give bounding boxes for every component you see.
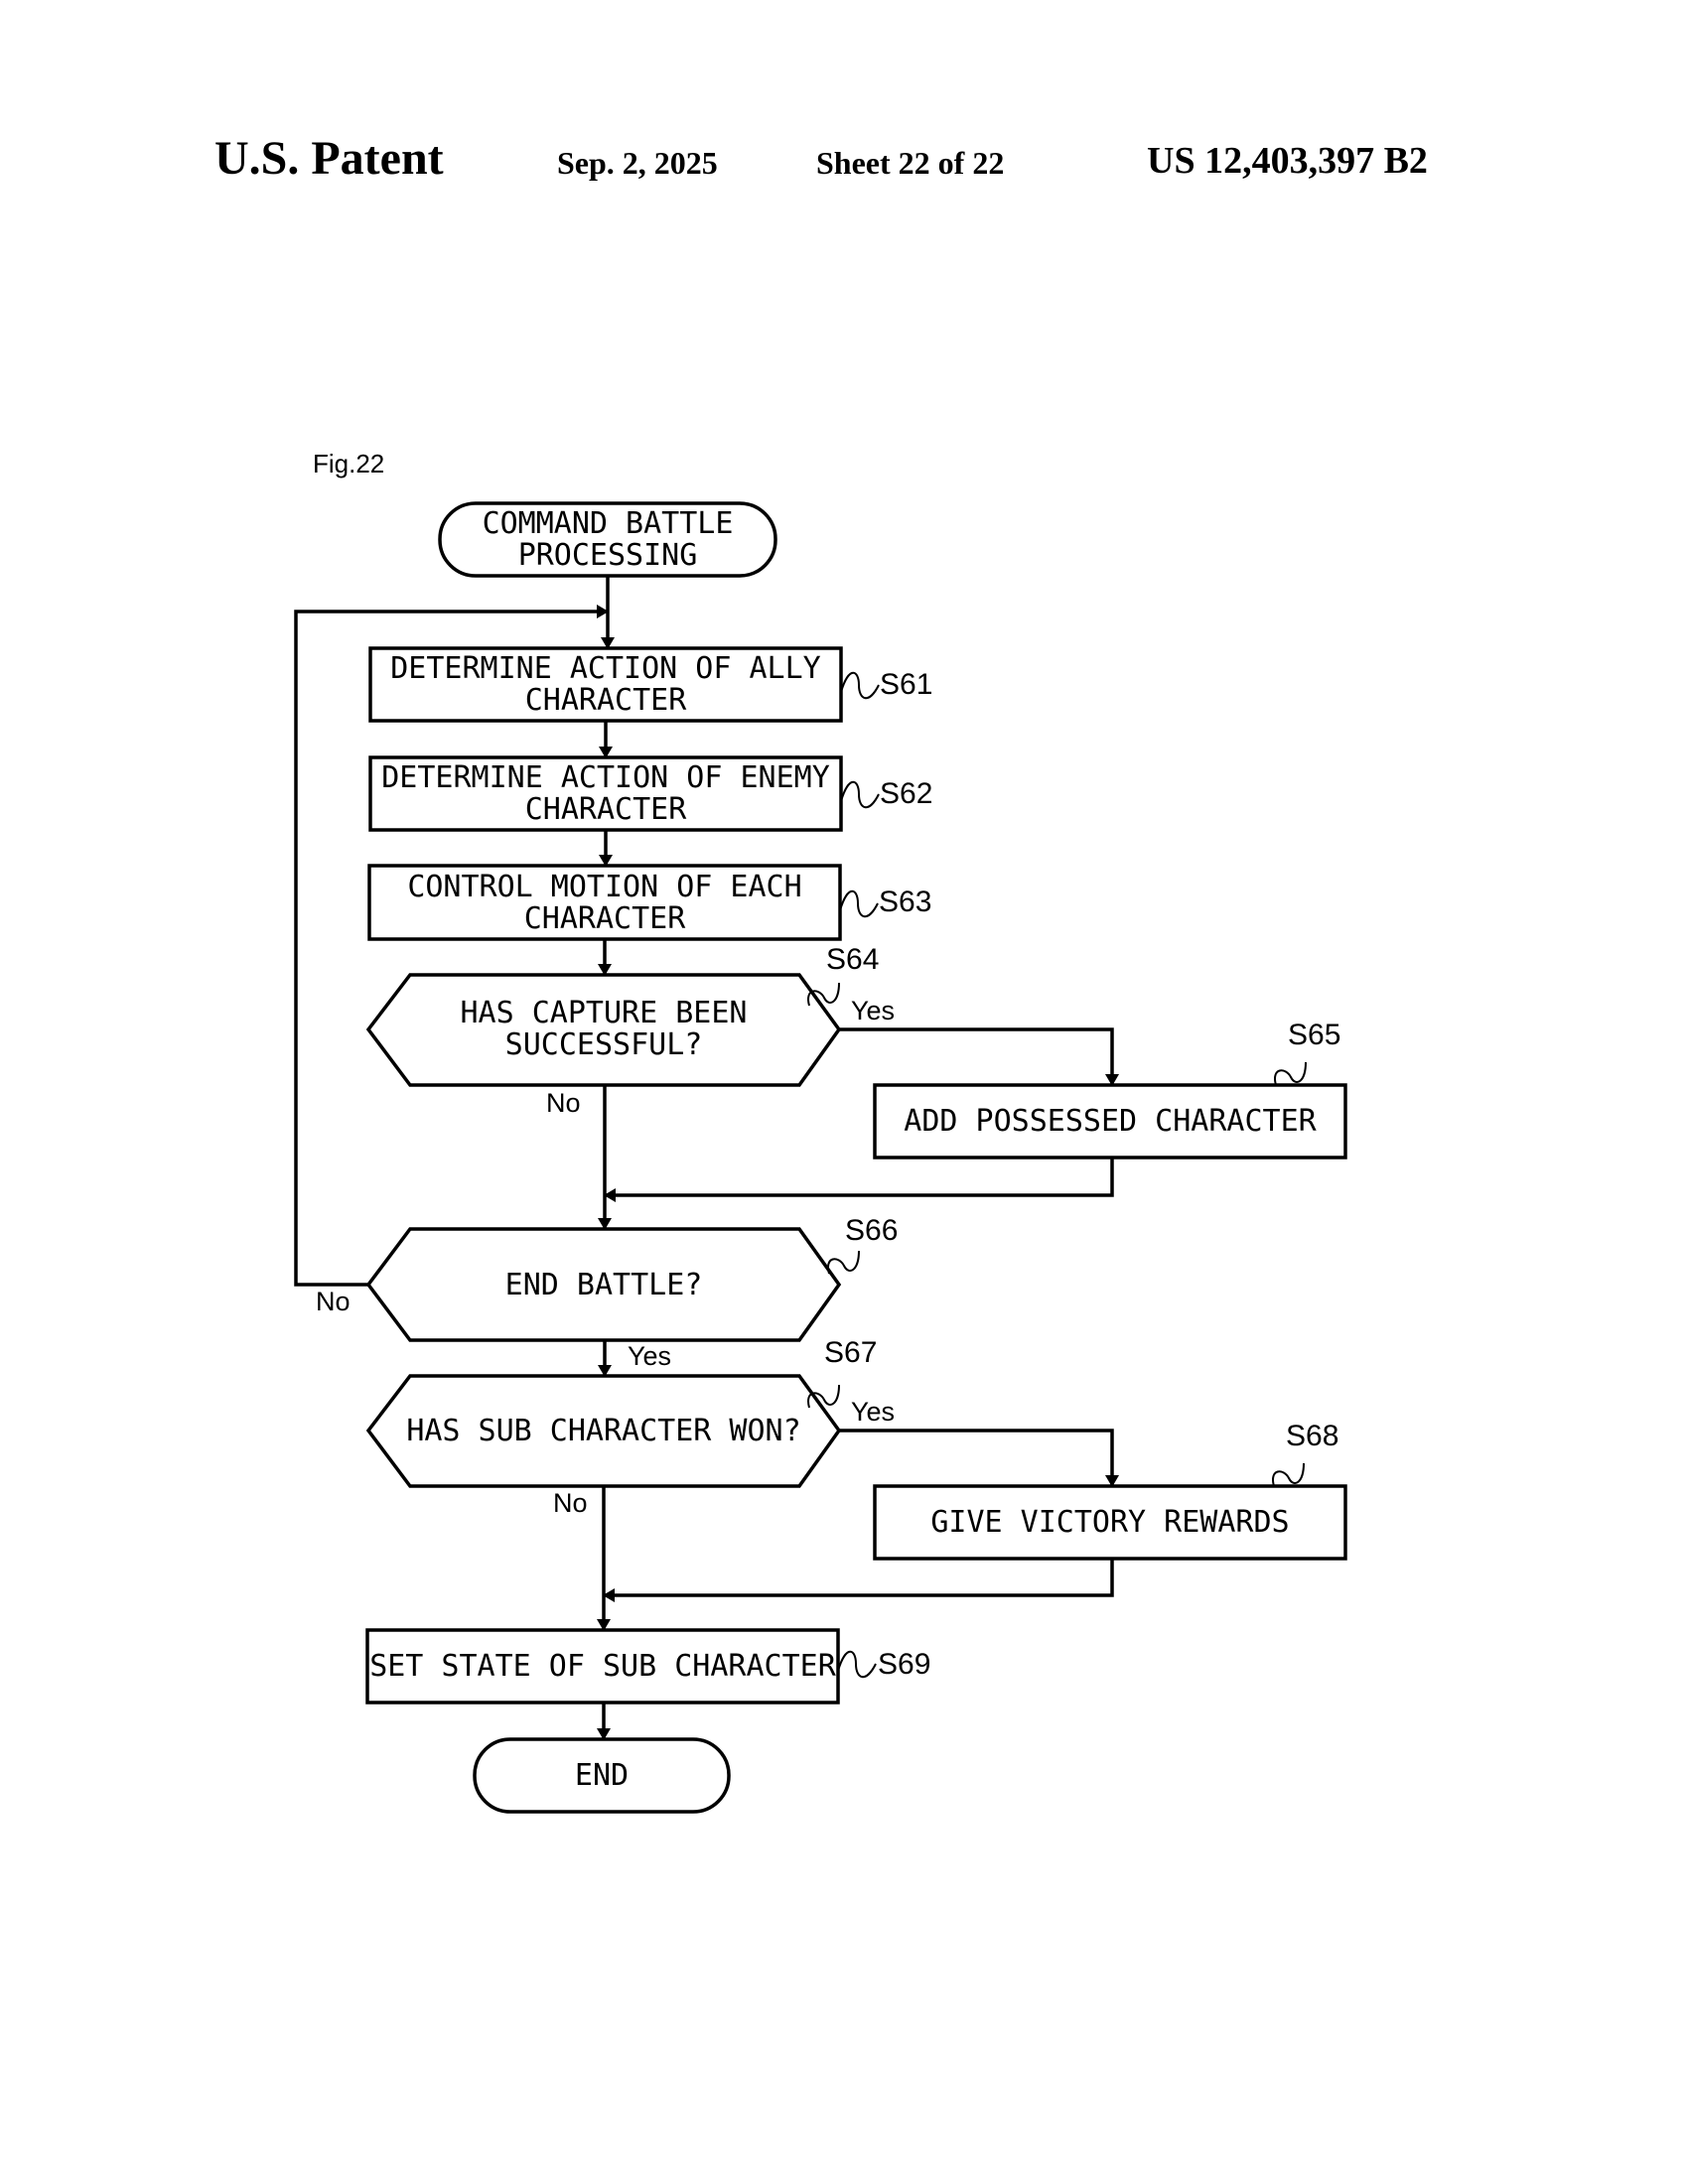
ref-s68: S68 <box>1286 1420 1338 1452</box>
start-label-line2: PROCESSING <box>518 538 698 573</box>
s63-label-line1: CONTROL MOTION OF EACH <box>407 870 801 904</box>
ref-s63: S63 <box>879 886 931 918</box>
leader-s69 <box>837 1650 877 1679</box>
ref-s66: S66 <box>845 1214 898 1247</box>
leader-s62 <box>840 780 880 809</box>
step-s64-decision <box>365 973 842 1087</box>
ref-s65: S65 <box>1288 1019 1340 1051</box>
leader-s67 <box>807 1384 840 1409</box>
s67-label: HAS SUB CHARACTER WON? <box>406 1414 800 1448</box>
s66-label: END BATTLE? <box>505 1268 703 1302</box>
s62-label-line1: DETERMINE ACTION OF ENEMY <box>381 760 830 795</box>
s63-label-line2: CHARACTER <box>524 901 686 936</box>
s64-yes-label: Yes <box>851 996 895 1025</box>
figure-label: Fig.22 <box>313 449 385 478</box>
leader-s61 <box>840 671 880 700</box>
ref-s67: S67 <box>824 1336 877 1369</box>
leader-s64 <box>807 982 840 1007</box>
ref-s61: S61 <box>880 668 932 701</box>
step-s67-decision <box>365 1374 842 1488</box>
s68-label: GIVE VICTORY REWARDS <box>930 1505 1289 1540</box>
s66-no-label: No <box>316 1287 351 1316</box>
leader-s68 <box>1272 1462 1305 1487</box>
connector-s65-merge <box>604 1158 1114 1202</box>
leader-s63 <box>839 889 879 918</box>
s66-yes-label: Yes <box>628 1341 671 1371</box>
leader-s65 <box>1274 1061 1307 1086</box>
patent-title: U.S. Patent <box>214 132 444 185</box>
step-s69-box <box>365 1628 840 1705</box>
s62-label-line2: CHARACTER <box>525 792 687 827</box>
s64-label-line2: SUCCESSFUL? <box>505 1027 703 1062</box>
patent-number: US 12,403,397 B2 <box>1147 140 1428 182</box>
leader-s66 <box>827 1250 860 1275</box>
connector-s67-yes <box>839 1429 1119 1487</box>
end-label: END <box>575 1758 629 1793</box>
step-s68-box <box>873 1484 1347 1561</box>
s64-label-line1: HAS CAPTURE BEEN <box>461 996 748 1030</box>
s67-no-label: No <box>553 1488 588 1518</box>
connector-loop-back <box>294 605 609 1287</box>
connector-s64-yes <box>839 1027 1119 1086</box>
start-label-line1: COMMAND BATTLE <box>483 506 734 541</box>
sheet-number: Sheet 22 of 22 <box>816 145 1005 181</box>
s61-label-line1: DETERMINE ACTION OF ALLY <box>390 651 820 686</box>
patent-date: Sep. 2, 2025 <box>557 145 718 181</box>
connector-s68-merge <box>603 1559 1114 1602</box>
s67-yes-label: Yes <box>851 1397 895 1427</box>
s61-label-line2: CHARACTER <box>525 683 687 718</box>
ref-s69: S69 <box>878 1648 930 1681</box>
ref-s62: S62 <box>880 777 932 810</box>
step-s65-box <box>873 1083 1347 1160</box>
s64-no-label: No <box>546 1088 581 1118</box>
ref-s64: S64 <box>826 943 879 976</box>
s65-label: ADD POSSESSED CHARACTER <box>904 1104 1317 1139</box>
s69-label: SET STATE OF SUB CHARACTER <box>369 1649 837 1684</box>
